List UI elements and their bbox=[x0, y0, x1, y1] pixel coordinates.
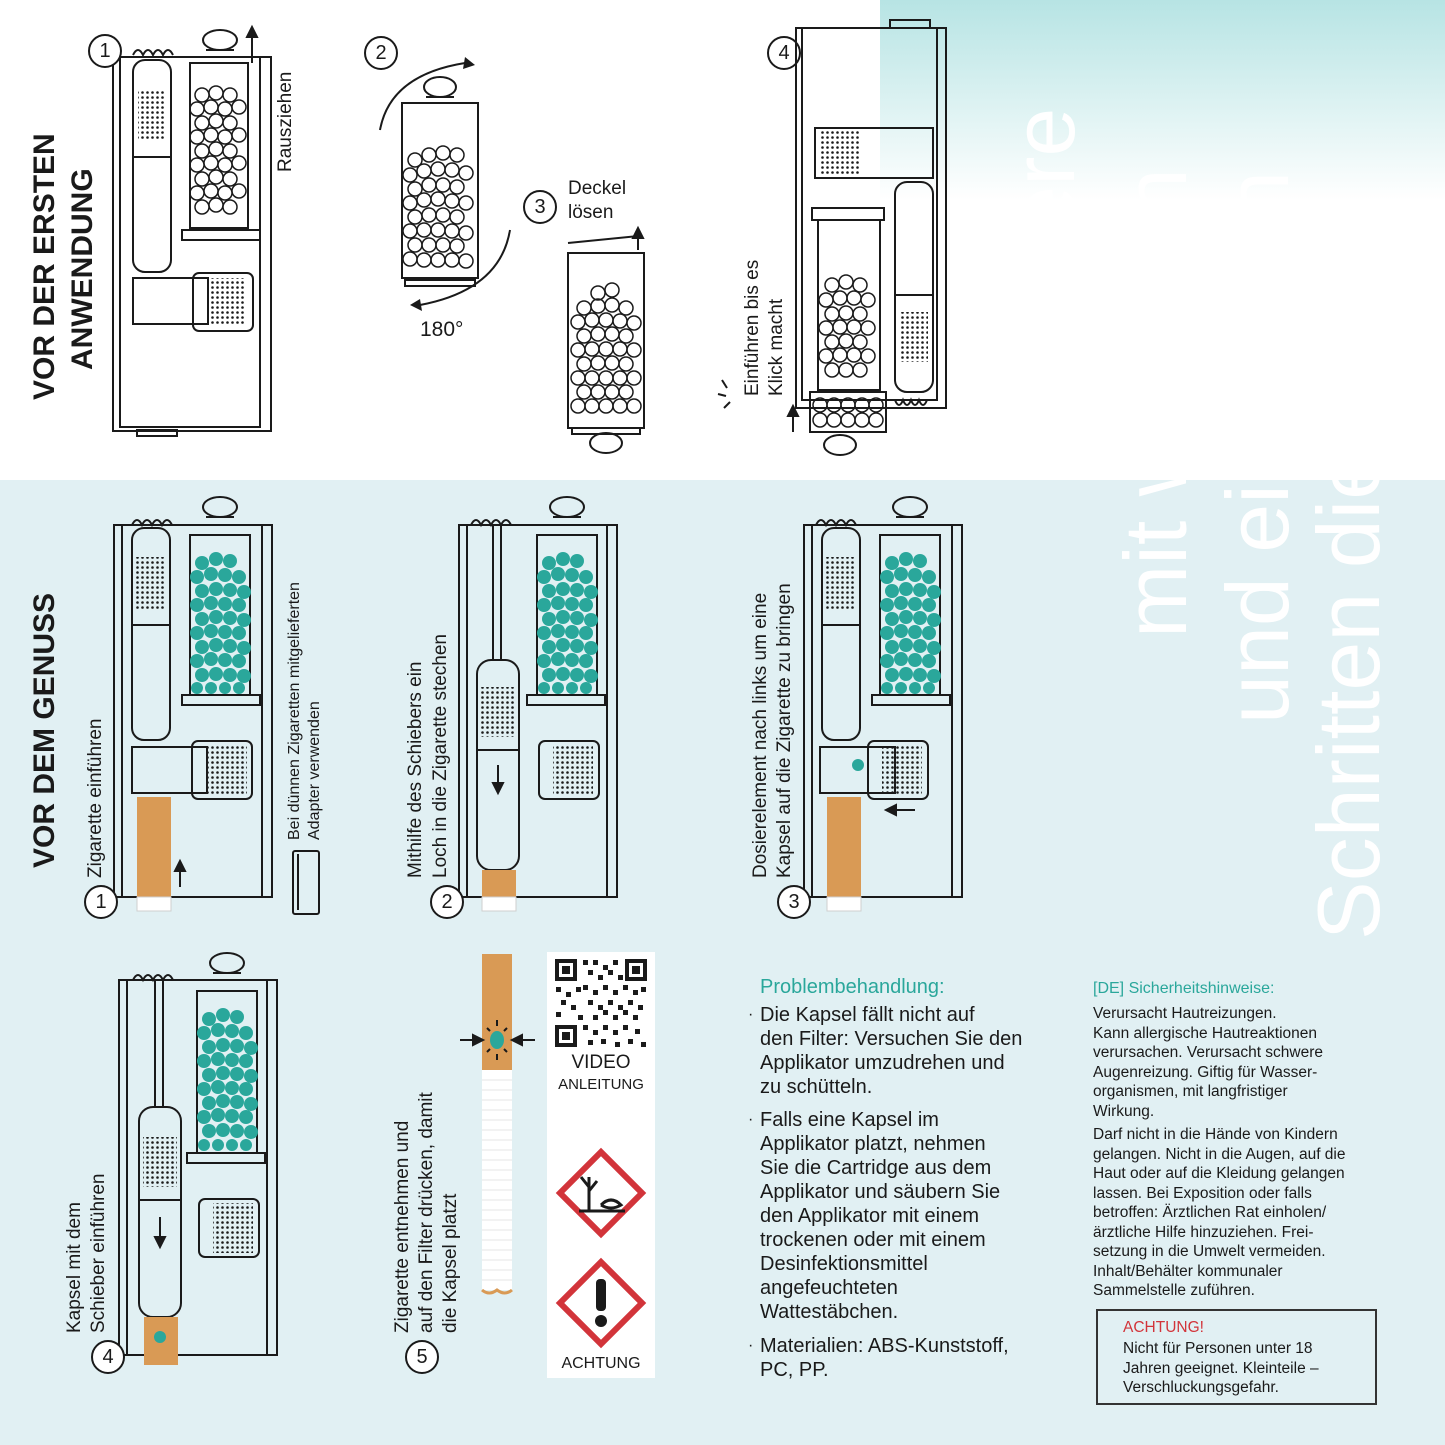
safety-title: [DE] Sicherheitshinweise: bbox=[1093, 980, 1275, 997]
step-label-schieber-1: Mithilfe des Schiebers ein bbox=[405, 661, 426, 879]
troubleshooting-item-3: · Materialien: ABS-Kunststoff, PC, PP. bbox=[748, 1334, 1068, 1382]
troubleshooting-title: Problembehandlung: bbox=[760, 976, 945, 998]
device-step4-diagram bbox=[786, 19, 947, 456]
cigarette-press-diagram bbox=[460, 954, 535, 1295]
headline-line-3: und einfachen bbox=[1208, 171, 1307, 724]
gradient-fade bbox=[880, 0, 1445, 200]
adapter-note-2: Adapter verwenden bbox=[306, 701, 323, 840]
trouble-line: Sie die Cartridge aus dem bbox=[760, 1157, 992, 1179]
step-number-first-3: 3 bbox=[523, 190, 557, 224]
trouble-line: Desinfektionsmittel bbox=[760, 1253, 928, 1275]
warning-title: ACHTUNG! bbox=[1123, 1319, 1204, 1336]
safety-line: lassen. Bei Exposition oder falls bbox=[1093, 1184, 1312, 1202]
hazard-achtung-label: ACHTUNG bbox=[561, 1355, 641, 1372]
safety-paragraph-2: Darf nicht in die Hände von Kindern gela… bbox=[1093, 1125, 1423, 1301]
headline-line-4: Schritten die Kugel bbox=[1299, 201, 1398, 940]
step-label-entnehmen-1: Zigarette entnehmen und bbox=[392, 1120, 413, 1333]
step-number-enjoy-4: 4 bbox=[91, 1340, 125, 1374]
step-label-kapsel-2: Schieber einführen bbox=[88, 1173, 109, 1334]
step-label-einfuehren-1: Einführen bis es bbox=[742, 259, 763, 396]
trouble-line: Falls eine Kapsel im bbox=[760, 1109, 939, 1131]
step-label-schieber-2: Loch in die Zigarette stechen bbox=[430, 634, 451, 878]
safety-line: setzung in die Umwelt vermeiden. bbox=[1093, 1243, 1326, 1260]
safety-line: organismen, mit langfristiger bbox=[1093, 1083, 1288, 1100]
step-label-dosier-2: Kapsel auf die Zigarette zu bringen bbox=[774, 583, 795, 878]
troubleshooting-item-2: · Falls eine Kapsel im Applikator platzt… bbox=[748, 1108, 1068, 1324]
safety-line: Haut oder auf die Kleidung gelangen bbox=[1093, 1165, 1345, 1182]
safety-line: gelangen. Nicht in die Augen, auf die bbox=[1093, 1145, 1346, 1163]
safety-line: Inhalt/Behälter kommunaler bbox=[1093, 1262, 1283, 1280]
device-enjoy-step1-diagram bbox=[113, 496, 273, 912]
safety-line: Kann allergische Hautreaktionen bbox=[1093, 1024, 1318, 1042]
safety-line: Sammelstelle zuführen. bbox=[1093, 1282, 1255, 1299]
adapter-note-1: Bei dünnen Zigaretten mitgelieferten bbox=[286, 582, 303, 840]
click-burst-icon bbox=[717, 379, 731, 409]
qr-anleitung-label: ANLEITUNG bbox=[558, 1076, 644, 1093]
section-title-enjoyment: VOR DEM GENUSS bbox=[28, 592, 61, 868]
step-number-enjoy-2: 2 bbox=[430, 885, 464, 919]
trouble-line: Applikator platzt, nehmen bbox=[760, 1133, 986, 1155]
step-label-loesen: lösen bbox=[568, 202, 614, 223]
dot-grid bbox=[138, 90, 245, 326]
cartridge-rotate-diagram bbox=[379, 57, 511, 311]
device-enjoy-step4-diagram bbox=[118, 952, 278, 1365]
trouble-line: trockenen oder mit einem bbox=[760, 1229, 986, 1251]
environment-hazard-icon bbox=[555, 1147, 647, 1239]
trouble-line: Applikator und säubern Sie bbox=[760, 1181, 1001, 1203]
adapter-icon bbox=[292, 850, 320, 915]
device-enjoy-step2-diagram bbox=[458, 496, 618, 912]
safety-line: Augenreizung. Giftig für Wasser- bbox=[1093, 1063, 1318, 1081]
exclamation-hazard-icon bbox=[555, 1257, 647, 1349]
warning-line: Nicht für Personen unter 18 bbox=[1123, 1340, 1313, 1357]
trouble-line: den Applikator mit einem bbox=[760, 1205, 980, 1227]
safety-line: Verursacht Hautreizungen. bbox=[1093, 1005, 1277, 1022]
trouble-line: den Filter: Versuchen Sie den bbox=[760, 1028, 1023, 1050]
warning-box: ACHTUNG! Nicht für Personen unter 18 Jah… bbox=[1096, 1309, 1377, 1405]
trouble-line: Die Kapsel fällt nicht auf bbox=[760, 1004, 975, 1026]
step-label-einfuehren-2: Klick macht bbox=[766, 298, 787, 396]
trouble-line: PC, PP. bbox=[760, 1359, 829, 1381]
safety-line: Wirkung. bbox=[1093, 1102, 1155, 1120]
trouble-line: Applikator umzudrehen und bbox=[760, 1052, 1005, 1074]
safety-line: verursachen. Verursacht schwere bbox=[1093, 1044, 1324, 1061]
qr-video-label: VIDEO bbox=[571, 1052, 631, 1073]
trouble-line: zu schütteln. bbox=[760, 1076, 873, 1098]
safety-line: betroffen: Ärztlichen Rat einholen/ bbox=[1093, 1204, 1327, 1221]
warning-line: Verschluckungsgefahr. bbox=[1123, 1379, 1279, 1396]
trouble-line: angefeuchteten bbox=[760, 1277, 898, 1299]
rotation-label: 180° bbox=[420, 318, 464, 341]
safety-line: ärztliche Hilfe hinzuziehen. Frei- bbox=[1093, 1223, 1314, 1241]
headline-line-1: Platziere bbox=[994, 107, 1093, 450]
safety-line: Darf nicht in die Hände von Kindern bbox=[1093, 1126, 1338, 1143]
troubleshooting-item-1: · Die Kapsel fällt nicht auf den Filter:… bbox=[748, 1003, 1068, 1099]
qr-code-icon[interactable] bbox=[553, 957, 649, 1049]
step-number-enjoy-5: 5 bbox=[405, 1340, 439, 1374]
step-number-enjoy-3: 3 bbox=[777, 885, 811, 919]
step-label-entnehmen-2: auf den Filter drücken, damit bbox=[416, 1092, 437, 1333]
device-step1-diagram bbox=[112, 24, 272, 437]
warning-line: Jahren geeignet. Kleinteile – bbox=[1123, 1359, 1319, 1377]
step-label-rausziehen: Rausziehen bbox=[275, 71, 296, 172]
device-enjoy-step3-diagram bbox=[803, 496, 963, 912]
step-label-kapsel-1: Kapsel mit dem bbox=[64, 1202, 85, 1333]
section-title-first-use-1: VOR DER ERSTEN bbox=[28, 133, 61, 400]
step-number-first-1: 1 bbox=[88, 34, 122, 68]
step-number-enjoy-1: 1 bbox=[84, 885, 118, 919]
warning-text: Nicht für Personen unter 18 Jahren geeig… bbox=[1123, 1339, 1319, 1398]
step-label-dosier-1: Dosierelement nach links um eine bbox=[750, 592, 771, 878]
step-number-first-2: 2 bbox=[364, 36, 398, 70]
step-label-entnehmen-3: die Kapsel platzt bbox=[440, 1193, 461, 1333]
headline-line-2: mit wenigen bbox=[1106, 168, 1205, 638]
cartridge-open-diagram bbox=[567, 225, 645, 454]
trouble-line: Wattestäbchen. bbox=[760, 1301, 899, 1323]
trouble-line: Materialien: ABS-Kunststoff, bbox=[760, 1335, 1009, 1357]
step-label-deckel: Deckel bbox=[568, 178, 627, 199]
step-label-zigarette-einfuehren: Zigarette einführen bbox=[85, 718, 106, 879]
safety-paragraph-1: Verursacht Hautreizungen. Kann allergisc… bbox=[1093, 1004, 1423, 1121]
